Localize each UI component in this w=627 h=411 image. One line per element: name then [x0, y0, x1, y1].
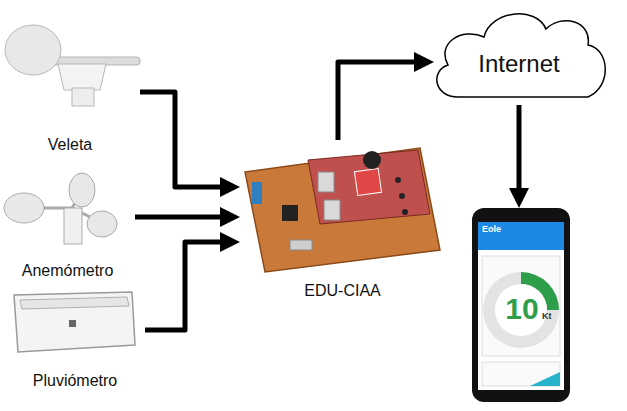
board-button [399, 193, 405, 199]
board-chip [282, 205, 298, 221]
anemometer-cup [87, 211, 117, 237]
wind-vane-picture [5, 25, 140, 106]
device-node: Veleta [0, 12, 140, 154]
board-relay [324, 200, 340, 220]
phone-chart [530, 372, 560, 386]
rain-gauge-screw [69, 320, 76, 327]
anemometer-cup [69, 173, 95, 207]
phone-body [472, 208, 570, 402]
phone-screen [478, 222, 564, 390]
phone-card [482, 362, 560, 386]
device-node: Pluviómetro [5, 285, 145, 390]
anemometer-cup [4, 193, 44, 223]
board-shield [308, 150, 430, 224]
node-label: Anemómetro [22, 262, 114, 280]
node-label: Veleta [48, 136, 92, 154]
device-node: EDU-CIAA [240, 140, 445, 300]
node-label: Internet [478, 50, 559, 78]
board-button [395, 177, 401, 183]
board-relay [318, 172, 334, 192]
phone-card [482, 256, 560, 356]
board-usb [290, 240, 312, 250]
cloud-shape [437, 14, 605, 97]
arrow-connector [145, 242, 226, 330]
vane-base [72, 88, 94, 106]
arrow-connector [338, 62, 420, 140]
rain-gauge-rim [20, 297, 129, 309]
board-button [402, 209, 408, 215]
board-connector [252, 182, 262, 204]
device-node: Anemómetro [0, 170, 135, 280]
node-label: EDU-CIAA [304, 282, 380, 300]
board-pcb [245, 148, 440, 272]
arrow-connector [140, 92, 226, 187]
board-picture [245, 148, 440, 272]
board-module [354, 168, 381, 195]
vane-fin [5, 25, 61, 75]
anemometer-picture [4, 173, 117, 244]
anemometer-body [64, 208, 82, 244]
vane-body [58, 64, 106, 90]
node-label: Pluviómetro [33, 372, 117, 390]
phone-node: Eole 10Kt [472, 208, 570, 402]
gauge-ring [483, 272, 559, 348]
board-capacitor [363, 151, 381, 169]
arrow-connector [517, 105, 522, 194]
screen-text: Kt [542, 312, 558, 322]
screen-text: 10 [502, 292, 542, 325]
phone-picture [472, 208, 570, 402]
rain-gauge-box [14, 292, 135, 352]
gauge-center [495, 284, 547, 336]
arrow-connector [135, 215, 226, 220]
screen-text: Eole [482, 225, 522, 235]
phone-header [478, 222, 564, 250]
rain-gauge-picture [14, 292, 135, 352]
cloud-node: Internet [428, 5, 610, 105]
